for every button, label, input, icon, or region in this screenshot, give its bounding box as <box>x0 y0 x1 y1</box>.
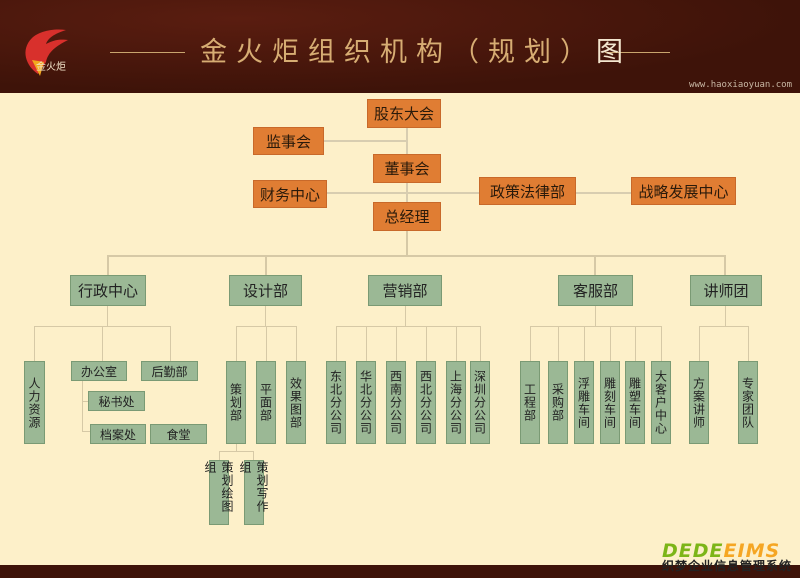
node-marketing[interactable]: 营销部 <box>368 275 442 306</box>
connector-line <box>584 326 585 361</box>
connector-line <box>366 326 367 361</box>
node-write-group[interactable]: 策划写作组 <box>238 460 269 525</box>
connector-line <box>699 326 700 361</box>
connector-line <box>610 326 611 361</box>
site-url: www.haoxiaoyuan.com <box>689 80 792 90</box>
torch-logo-icon <box>25 29 68 76</box>
node-design[interactable]: 设计部 <box>229 275 302 306</box>
node-gm[interactable]: 总经理 <box>373 202 441 231</box>
node-planning[interactable]: 策划部 <box>226 361 246 444</box>
title-rule-left <box>110 52 185 53</box>
node-branch-4[interactable]: 上海分公司 <box>446 361 466 444</box>
node-branch-3[interactable]: 西北分公司 <box>416 361 436 444</box>
node-supervisors[interactable]: 监事会 <box>253 127 324 155</box>
node-service-unit-4[interactable]: 雕塑车间 <box>625 361 645 444</box>
node-board[interactable]: 董事会 <box>373 154 441 183</box>
node-secretary[interactable]: 秘书处 <box>88 391 145 411</box>
node-branch-1[interactable]: 华北分公司 <box>356 361 376 444</box>
node-branch-5[interactable]: 深圳分公司 <box>470 361 490 444</box>
node-strategy[interactable]: 战略发展中心 <box>631 177 736 205</box>
node-service[interactable]: 客服部 <box>558 275 633 306</box>
connector-line <box>396 326 397 361</box>
node-service-unit-0[interactable]: 工程部 <box>520 361 540 444</box>
connector-line <box>558 326 559 361</box>
connector-line <box>635 326 636 361</box>
connector-line <box>748 326 749 361</box>
header: 金火炬 金火炬组织机构（规划）图 www.haoxiaoyuan.com <box>0 0 800 93</box>
node-shareholders[interactable]: 股东大会 <box>367 99 441 128</box>
connector-line <box>480 326 481 361</box>
node-render[interactable]: 效果图部 <box>286 361 306 444</box>
logo-text: 金火炬 <box>36 62 66 73</box>
connector-line <box>426 326 427 361</box>
node-finance[interactable]: 财务中心 <box>253 180 327 208</box>
node-graphic[interactable]: 平面部 <box>256 361 276 444</box>
node-lecturer-0[interactable]: 方案讲师 <box>689 361 709 444</box>
node-lecturers[interactable]: 讲师团 <box>690 275 762 306</box>
node-logistics[interactable]: 后勤部 <box>141 361 198 381</box>
node-office[interactable]: 办公室 <box>71 361 127 381</box>
dedeeims-subtitle: 织梦企业信息管理系统 <box>662 559 793 573</box>
page-title: 金火炬组织机构（规划）图 <box>200 37 632 68</box>
node-branch-2[interactable]: 西南分公司 <box>386 361 406 444</box>
title-rule-right <box>605 52 670 53</box>
dedeeims-logo: DEDEEIMS <box>662 540 781 562</box>
node-hr[interactable]: 人力资源 <box>24 361 45 444</box>
node-draw-group[interactable]: 策划绘图组 <box>203 460 234 525</box>
footer-bar <box>0 565 800 578</box>
node-lecturer-1[interactable]: 专家团队 <box>738 361 758 444</box>
node-service-unit-5[interactable]: 大客户中心 <box>651 361 671 444</box>
node-service-unit-1[interactable]: 采购部 <box>548 361 568 444</box>
connector-line <box>456 326 457 361</box>
connector-line <box>661 326 662 361</box>
node-service-unit-3[interactable]: 雕刻车间 <box>600 361 620 444</box>
node-archive[interactable]: 档案处 <box>90 424 146 444</box>
connector-line <box>336 326 337 361</box>
node-admin-center[interactable]: 行政中心 <box>70 275 146 306</box>
connector-line <box>530 326 531 361</box>
node-service-unit-2[interactable]: 浮雕车间 <box>574 361 594 444</box>
node-canteen[interactable]: 食堂 <box>150 424 207 444</box>
node-branch-0[interactable]: 东北分公司 <box>326 361 346 444</box>
node-policy-law[interactable]: 政策法律部 <box>479 177 576 205</box>
